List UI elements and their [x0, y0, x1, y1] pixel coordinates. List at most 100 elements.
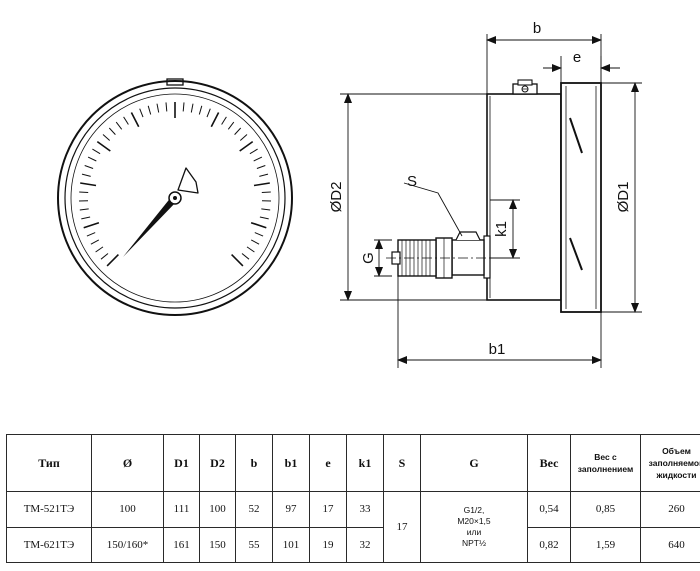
header-e: e	[309, 434, 347, 492]
dial-tick	[259, 216, 269, 220]
cell-e: 17	[309, 491, 347, 528]
pointer-hub-center	[173, 196, 177, 200]
dial-tick	[239, 140, 254, 152]
label-e: e	[573, 49, 581, 66]
header-volume-line2: заполняемой	[648, 458, 700, 468]
cell-weight: 0,54	[527, 491, 571, 528]
dial-tick	[123, 116, 129, 125]
gauge-pointer	[123, 196, 177, 257]
cell-g-line1: G1/2,	[463, 505, 485, 515]
cell-e: 19	[309, 526, 347, 563]
dial-tick	[190, 103, 194, 113]
cell-volume: 260	[640, 491, 700, 528]
cell-d2: 150	[199, 526, 236, 563]
dial-tick	[139, 108, 144, 118]
cell-s: 17	[383, 491, 421, 563]
cell-g-line4: NPT½	[461, 538, 487, 548]
case-body	[486, 93, 562, 301]
dial-tick	[239, 134, 248, 141]
cell-b: 52	[235, 491, 273, 528]
cell-g-line2: M20×1,5	[457, 516, 491, 526]
label-k1: k1	[493, 221, 510, 237]
dial-tick	[84, 165, 94, 169]
label-b1: b1	[489, 341, 506, 358]
cell-volume: 640	[640, 526, 700, 563]
cell-k1: 32	[346, 526, 384, 563]
dial-tick	[102, 134, 111, 141]
fill-plug	[512, 79, 538, 95]
cell-type: ТМ-621ТЭ	[6, 526, 92, 563]
header-type: Тип	[6, 434, 92, 492]
header-k1: k1	[346, 434, 384, 492]
header-volume-line1: Объем	[662, 446, 691, 456]
bezel-ring	[560, 82, 602, 313]
dial-tick	[221, 116, 227, 125]
header-weight: Вес	[527, 434, 571, 492]
dial-tick	[96, 140, 111, 152]
dial-scale-ticks	[78, 102, 272, 267]
cell-d1: 111	[163, 491, 200, 528]
cell-diameter: 150/160*	[91, 526, 164, 563]
header-g: G	[420, 434, 528, 492]
cell-weight-filled: 0,85	[570, 491, 641, 528]
dial-tick	[261, 191, 271, 193]
header-weight-filled-line1: Вес с	[594, 452, 617, 462]
dial-tick	[106, 254, 119, 267]
dial-tick	[210, 112, 220, 128]
dial-tick	[249, 148, 258, 155]
cell-g-line3: или	[466, 527, 482, 537]
dial-tick	[80, 182, 97, 187]
cell-diameter: 100	[91, 491, 164, 528]
table-header-row: Тип Ø D1 D2 b b1 e k1 S G Вес Вес с запо…	[6, 434, 700, 492]
dial-tick	[156, 103, 160, 113]
glass-reflection-bottom	[569, 237, 583, 271]
dial-tick	[95, 246, 104, 253]
dial-tick	[182, 102, 185, 112]
dial-tick	[250, 221, 267, 229]
dial-tick	[246, 246, 255, 253]
gauge-side-view	[386, 79, 602, 313]
dial-tick	[231, 254, 244, 267]
dial-tick	[227, 121, 235, 130]
header-b1: b1	[272, 434, 310, 492]
pointer-tail	[177, 167, 199, 194]
label-d1: ØD1	[615, 182, 632, 213]
process-connection	[386, 231, 500, 279]
header-b: b	[235, 434, 273, 492]
dial-tick	[147, 105, 152, 115]
dial-tick	[254, 232, 264, 237]
dial-tick	[79, 191, 89, 193]
dial-tick	[79, 208, 89, 211]
bezel-outer-ring	[57, 80, 293, 316]
dial-tick	[130, 112, 140, 128]
header-weight-filled: Вес с заполнением	[570, 434, 641, 492]
label-d2: ØD2	[328, 182, 345, 213]
cell-k1: 33	[346, 491, 384, 528]
dial-face	[70, 93, 280, 303]
table-row: ТМ-621ТЭ 150/160* 161 150 55 101 19 32 0…	[6, 526, 700, 563]
header-volume-line3: жидкости	[656, 470, 697, 480]
glass-reflection-top	[569, 117, 583, 154]
label-s: S	[407, 173, 417, 190]
gauge-drawing: b e ØD2 ØD1 k1 G S b1	[57, 20, 642, 368]
dial-tick	[259, 173, 269, 177]
dial-tick	[253, 182, 270, 187]
dial-tick	[86, 232, 96, 237]
cell-b1: 97	[272, 491, 310, 528]
label-g: G	[360, 252, 377, 264]
cell-b: 55	[235, 526, 273, 563]
dial-tick	[198, 105, 203, 115]
cell-b1: 101	[272, 526, 310, 563]
cell-d1: 161	[163, 526, 200, 563]
dial-tick	[81, 216, 91, 220]
dial-tick	[241, 253, 250, 260]
cell-weight: 0,82	[527, 526, 571, 563]
dial-tick	[87, 156, 97, 162]
dial-tick	[206, 108, 211, 118]
header-s: S	[383, 434, 421, 492]
cell-g: G1/2, M20×1,5 или NPT½	[420, 491, 528, 563]
label-b: b	[533, 20, 541, 37]
spec-table: Тип Ø D1 D2 b b1 e k1 S G Вес Вес с запо…	[6, 434, 700, 563]
table-row: ТМ-521ТЭ 100 111 100 52 97 17 33 17 G1/2…	[6, 491, 700, 563]
